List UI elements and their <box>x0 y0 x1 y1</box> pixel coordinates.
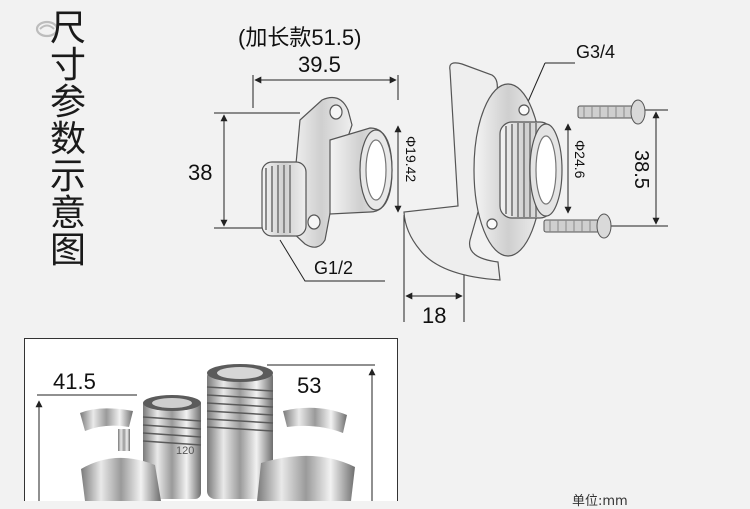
dim-height-left-label: 38 <box>188 160 213 185</box>
vertical-title: 尺寸参数示意图 <box>49 8 86 271</box>
small-fitting <box>261 97 393 248</box>
variant-note: (加长款51.5) <box>238 25 362 50</box>
product-photo-illustration <box>35 364 376 501</box>
screw-top <box>577 99 646 125</box>
dim-width-top <box>252 75 399 108</box>
dim-height-right-label: 38.5 <box>630 150 652 189</box>
dim-depth-bottom-label: 18 <box>422 303 447 328</box>
photo-dim-left-label: 41.5 <box>53 369 96 394</box>
product-photo: 41.5 53 120 <box>24 338 398 501</box>
dim-width-top-label: 39.5 <box>298 52 341 77</box>
brand-logo-icon <box>35 20 59 38</box>
screw-bottom <box>543 213 612 239</box>
dim-large-diameter-label: Φ24.6 <box>572 140 588 179</box>
photo-engraving: 120 <box>176 445 195 457</box>
photo-dim-right-label: 53 <box>297 373 322 398</box>
thread-small-label: G1/2 <box>314 258 354 278</box>
dim-small-diameter-label: Φ19.42 <box>403 136 419 183</box>
thread-large-label: G3/4 <box>576 42 616 62</box>
large-fitting <box>403 62 563 281</box>
technical-drawing <box>214 62 668 322</box>
